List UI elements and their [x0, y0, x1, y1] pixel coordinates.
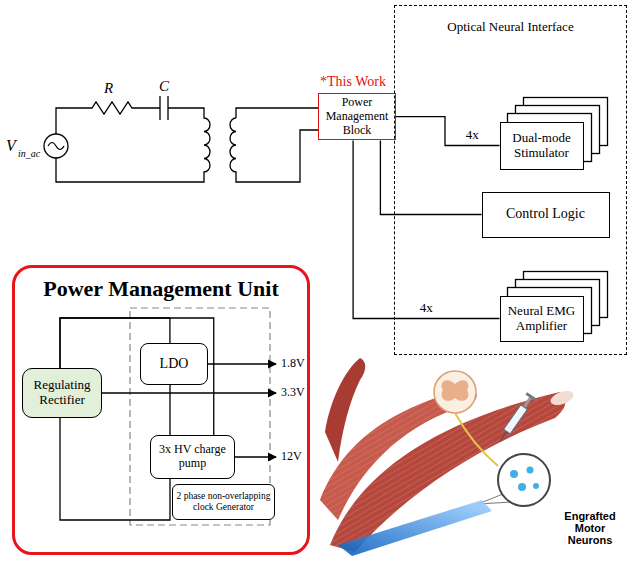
voltage-label: 1.8V	[281, 357, 305, 370]
signal-name: V	[6, 137, 16, 155]
voltage-label: 3.3V	[281, 386, 305, 399]
box-text: Power Management Block	[322, 96, 392, 137]
tendon	[549, 388, 576, 407]
output-arrow	[208, 363, 276, 364]
sine-symbol	[48, 143, 64, 150]
voltage-label: 12V	[281, 450, 302, 463]
group-heading: Optical Neural Interface	[395, 6, 626, 35]
multiplicity-label: 4x	[464, 127, 481, 141]
component-label: R	[104, 80, 113, 97]
ac-source	[44, 134, 68, 158]
box-text: Control Logic	[506, 206, 585, 222]
wire-connector	[353, 140, 499, 318]
primary-circuit	[56, 96, 210, 182]
needle	[500, 432, 507, 442]
spinal-cord	[434, 371, 476, 413]
dashed-group	[130, 308, 270, 525]
process-box: Neural EMG Amplifier	[500, 296, 584, 342]
nerve	[455, 413, 498, 466]
box-text: Regulating Rectifier	[28, 378, 96, 408]
component-label: C	[159, 78, 169, 95]
signal-subscript: in_ac	[18, 148, 40, 159]
multiplicity-label: 4x	[418, 300, 435, 314]
callout-label: Engrafted Motor Neurons	[552, 510, 628, 546]
muscle-illustration	[320, 358, 575, 556]
syringe	[495, 392, 537, 445]
clock-box: 2 phase non-overlapping clock Generator	[172, 484, 275, 520]
unit-panel: Power Management UnitRegulating Rectifie…	[12, 265, 310, 555]
box-text: 2 phase non-overlapping clock Generator	[176, 491, 271, 513]
box-text: 3x HV charge pump	[156, 443, 229, 471]
output-arrow	[102, 392, 276, 393]
secondary-coil	[230, 108, 318, 182]
neuron-dot	[533, 483, 539, 489]
neuron-dot	[510, 470, 518, 478]
wire-connector	[380, 140, 481, 214]
process-box: Dual-mode Stimulator	[500, 122, 584, 170]
barrel	[504, 405, 528, 434]
grey-matter	[442, 380, 469, 401]
magnified-view	[498, 454, 550, 506]
power-block: Power Management Block	[318, 93, 396, 140]
plunger-cap	[525, 392, 537, 401]
note: *This Work	[320, 74, 386, 89]
neuron-dot	[518, 483, 526, 491]
wire-connector	[396, 117, 500, 146]
charge-pump-box: 3x HV charge pump	[150, 435, 235, 479]
box-text: LDO	[160, 356, 189, 372]
box-text: Dual-mode Stimulator	[506, 131, 578, 161]
group-heading: Power Management Unit	[15, 268, 307, 301]
process-box: Control Logic	[482, 192, 610, 238]
box-text: Neural EMG Amplifier	[506, 304, 578, 334]
neuron-dot	[527, 467, 534, 474]
rectifier-box: Regulating Rectifier	[22, 368, 102, 418]
output-arrow	[235, 456, 276, 457]
ldo-box: LDO	[140, 343, 208, 385]
light-beam	[338, 500, 492, 556]
